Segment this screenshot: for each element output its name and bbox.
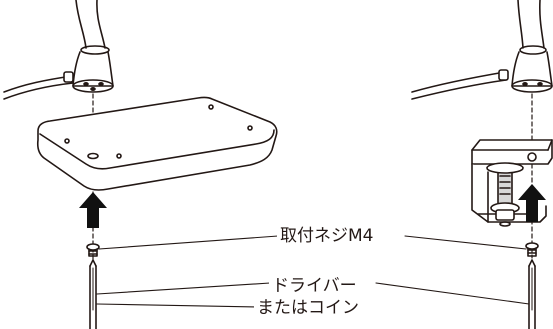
right-clamp bbox=[471, 139, 553, 227]
left-lamp-arm bbox=[3, 0, 114, 100]
left-screwdriver bbox=[89, 259, 97, 329]
right-screw bbox=[525, 242, 539, 257]
right-lamp-arm bbox=[411, 0, 553, 100]
left-up-arrow bbox=[79, 192, 107, 228]
right-screwdriver bbox=[528, 259, 536, 329]
leader-lines bbox=[96, 235, 530, 308]
driver-label-line1: ドライバー bbox=[269, 276, 360, 296]
left-screw bbox=[86, 243, 100, 257]
screw-label: 取付ネジM4 bbox=[277, 226, 377, 246]
left-base-plate bbox=[36, 96, 278, 191]
right-up-arrow bbox=[518, 184, 546, 222]
driver-label-line2: またはコイン bbox=[254, 298, 362, 318]
